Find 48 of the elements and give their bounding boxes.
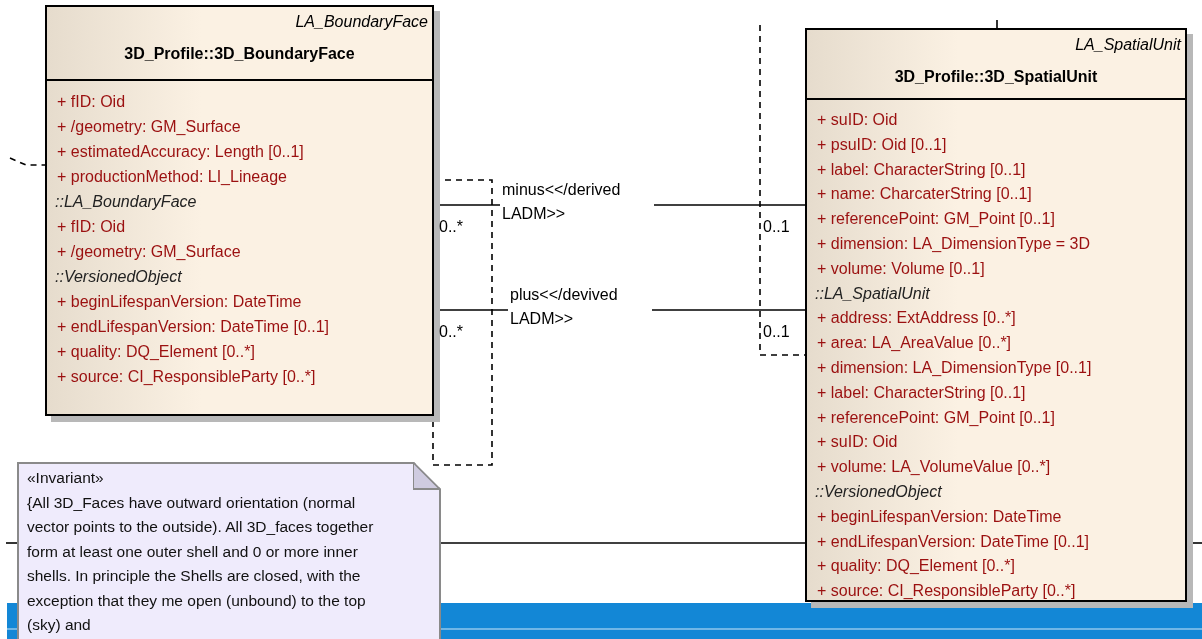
section-heading: ::VersionedObject bbox=[815, 482, 942, 502]
attribute-text: + quality: DQ_Element [0..*] bbox=[817, 556, 1015, 577]
association-line bbox=[996, 19, 998, 29]
attribute-text: + dimension: LA_DimensionType = 3D bbox=[817, 234, 1091, 254]
multiplicity-label: 0..* bbox=[439, 217, 463, 237]
multiplicity-label: 0..* bbox=[439, 322, 463, 342]
association-line bbox=[440, 542, 806, 544]
attribute-text: + beginLifespanVersion: DateTime bbox=[57, 292, 302, 312]
attribute-text: + source: CI_ResponsibleParty [0..*] bbox=[57, 367, 316, 387]
stereotype-text: LA_SpatialUnit bbox=[1075, 36, 1181, 54]
attribute-text: + productionMethod: LI_Lineage bbox=[57, 167, 287, 187]
attribute-text: + volume: Volume [0..1] bbox=[817, 258, 985, 279]
attribute-text: + psuID: Oid [0..1] bbox=[817, 134, 947, 155]
dashed-connector bbox=[432, 179, 493, 466]
attribute-text: + referencePoint: GM_Point [0..1] bbox=[817, 209, 1055, 230]
section-heading: ::VersionedObject bbox=[55, 267, 182, 287]
section-heading: ::LA_SpatialUnit bbox=[815, 283, 930, 304]
attribute-text: + fID: Oid bbox=[57, 92, 126, 112]
attribute-text: + name: CharcaterString [0..1] bbox=[817, 184, 1032, 205]
attribute-text: + endLifespanVersion: DateTime [0..1] bbox=[817, 531, 1089, 552]
note-box bbox=[17, 462, 441, 639]
attribute-text: + dimension: LA_DimensionType [0..1] bbox=[817, 358, 1092, 378]
multiplicity-label: 0..1 bbox=[763, 217, 790, 237]
section-heading: ::LA_BoundaryFace bbox=[55, 192, 197, 212]
attribute-text: + beginLifespanVersion: DateTime bbox=[817, 506, 1062, 527]
attribute-text: + source: CI_ResponsibleParty [0..*] bbox=[817, 581, 1076, 602]
attribute-text: + suID: Oid bbox=[817, 110, 898, 130]
class-name: 3D_Profile::3D_BoundaryFace bbox=[123, 45, 356, 63]
constraint-text: {All 3D_Faces have outward orientation (normal vector points to the outside). All 3D_faces together form at least one outer shell and 0 or more inner shells. In principle the Shells are closed, with the exception that they me open (unbound) to the top (sky) and bbox=[27, 492, 375, 635]
stereotype-text: «Invariant» bbox=[27, 468, 105, 488]
dashed-connector bbox=[9, 157, 46, 166]
attribute-text: + referencePoint: GM_Point [0..1] bbox=[817, 407, 1055, 428]
attribute-text: + label: CharacterString [0..1] bbox=[817, 382, 1026, 403]
attribute-text: + /geometry: GM_Surface bbox=[57, 117, 241, 137]
attribute-text: + label: CharacterString [0..1] bbox=[817, 159, 1026, 180]
attribute-text: + fID: Oid bbox=[57, 217, 126, 237]
attribute-text: + area: LA_AreaValue [0..*] bbox=[817, 333, 1012, 354]
stereotype-text: LA_BoundaryFace bbox=[295, 13, 428, 31]
multiplicity-label: 0..1 bbox=[763, 322, 790, 342]
attribute-text: + address: ExtAddress [0..*] bbox=[817, 308, 1016, 329]
attribute-text: + volume: LA_VolumeValue [0..*] bbox=[817, 457, 1051, 478]
attribute-text: + quality: DQ_Element [0..*] bbox=[57, 342, 255, 362]
attribute-text: + suID: Oid bbox=[817, 432, 898, 453]
attribute-text: + endLifespanVersion: DateTime [0..1] bbox=[57, 317, 329, 337]
association-line bbox=[5, 542, 18, 544]
attribute-text: + estimatedAccuracy: Length [0..1] bbox=[57, 142, 304, 162]
attribute-text: + /geometry: GM_Surface bbox=[57, 242, 241, 262]
class-name: 3D_Profile::3D_SpatialUnit bbox=[893, 68, 1099, 86]
